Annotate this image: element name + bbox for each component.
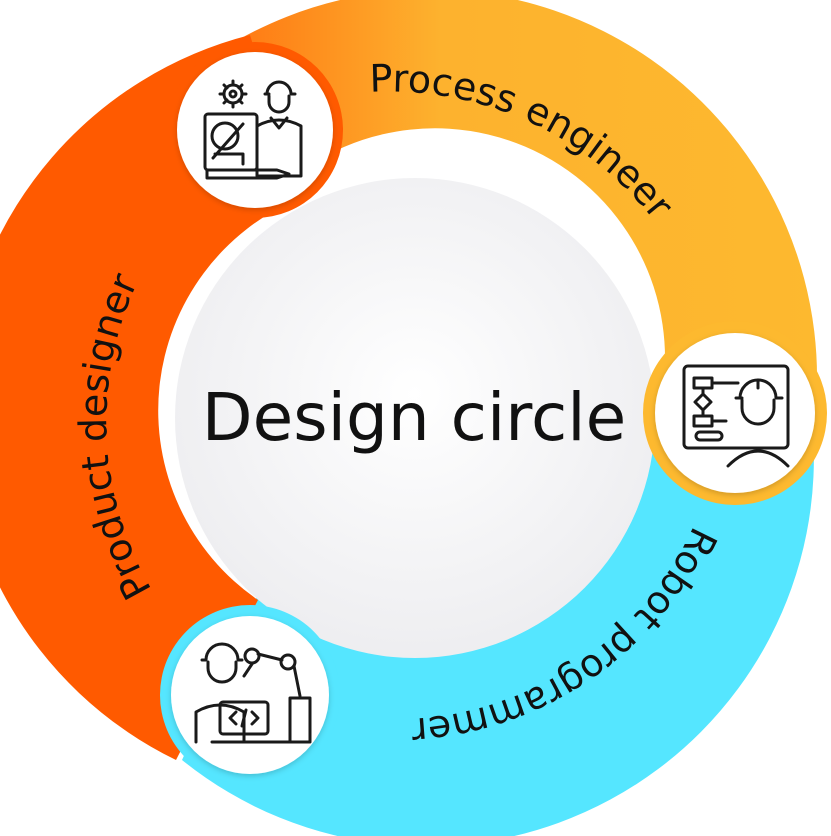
designer-with-gear-icon xyxy=(203,79,303,180)
designer-badge xyxy=(167,42,343,218)
diagram-title: Design circle xyxy=(202,379,626,456)
engineer-badge xyxy=(643,321,827,505)
ring-segment-process-engineer xyxy=(238,0,818,440)
ring-segment-product-designer xyxy=(0,35,300,760)
ring-segment-robot-programmer xyxy=(182,420,814,836)
engineer-with-flowchart-icon xyxy=(682,364,790,468)
programmer-badge xyxy=(160,605,340,785)
robot-arm-programmer-icon xyxy=(194,642,312,744)
center-disc xyxy=(175,178,655,658)
